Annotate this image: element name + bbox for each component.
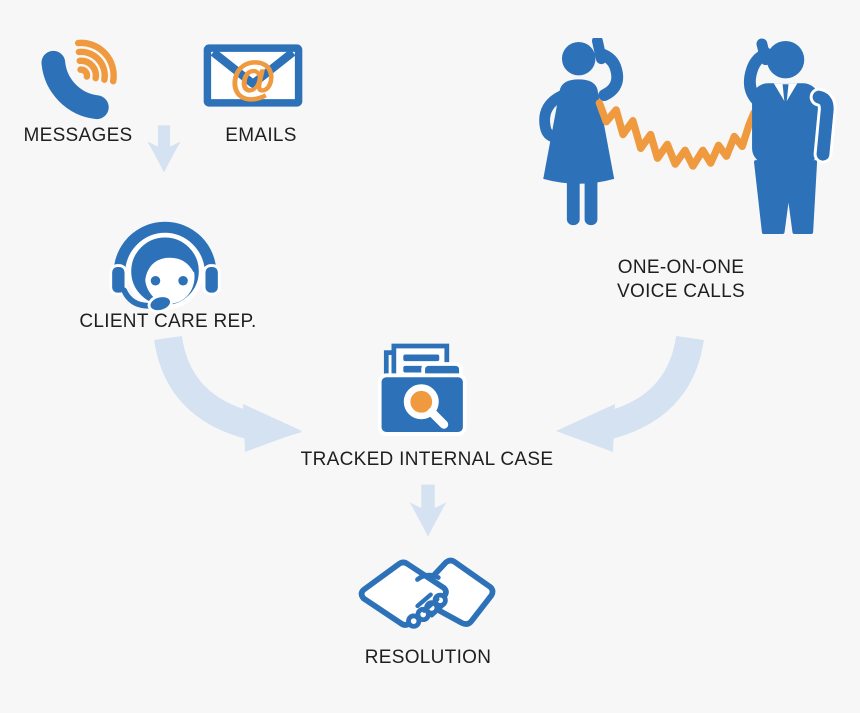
phone-handset [41, 50, 109, 120]
emails-label: EMAILS [225, 125, 297, 146]
curved-arrow-right-icon [556, 335, 704, 452]
headband [113, 221, 217, 279]
man-hanging-arm [812, 90, 834, 161]
knuckles [406, 592, 448, 629]
envelope-flap [210, 49, 296, 88]
two-people-phone-call-icon [539, 38, 837, 235]
woman-leg-left [566, 170, 580, 226]
woman-leg-right [584, 170, 598, 226]
down-arrow-icon-case-to-resolution [409, 484, 447, 537]
phone-cord [595, 99, 758, 170]
man-raised-arm [743, 47, 773, 105]
agent-face [145, 250, 195, 304]
woman-on-phone-icon [539, 38, 624, 226]
magnifier-lens [403, 384, 439, 420]
magnifier-handle [427, 407, 449, 429]
woman-head [561, 41, 596, 76]
folder-search-icon [377, 343, 467, 436]
thumb-line [415, 572, 441, 582]
signal-waves [74, 39, 117, 85]
woman-akimbo-arm [539, 89, 569, 143]
ear-cup-left [109, 264, 128, 296]
envelope-at-icon: @ [203, 44, 303, 107]
man-head [766, 40, 805, 79]
down-arrow-icon-messages-to-rep [147, 125, 181, 173]
resolution-label: RESOLUTION [364, 647, 492, 668]
mic-head [147, 294, 173, 313]
woman-raised-arm [594, 47, 624, 102]
client-care-rep-label: CLIENT CARE REP. [79, 311, 257, 332]
at-symbol: @ [230, 52, 275, 104]
man-legs [754, 160, 818, 235]
man-tie [782, 84, 789, 113]
man-on-phone-icon [743, 38, 837, 235]
curved-arrow-left-icon [154, 335, 302, 452]
man-torso [752, 83, 820, 165]
agent-eye-left [150, 276, 161, 286]
agent-hair [139, 247, 199, 281]
headset-agent-icon [109, 221, 221, 313]
document-line-1 [403, 354, 440, 362]
messages-label: MESSAGES [23, 125, 133, 146]
ear-cup-right [202, 264, 221, 296]
finger-lines [415, 592, 447, 618]
handshake-icon [358, 557, 496, 629]
phone-signal-icon [41, 39, 117, 120]
voice-calls-label: ONE-ON-ONE VOICE CALLS [617, 257, 745, 302]
tracked-internal-case-label: TRACKED INTERNAL CASE [300, 449, 554, 470]
agent-eye-right [178, 276, 188, 286]
